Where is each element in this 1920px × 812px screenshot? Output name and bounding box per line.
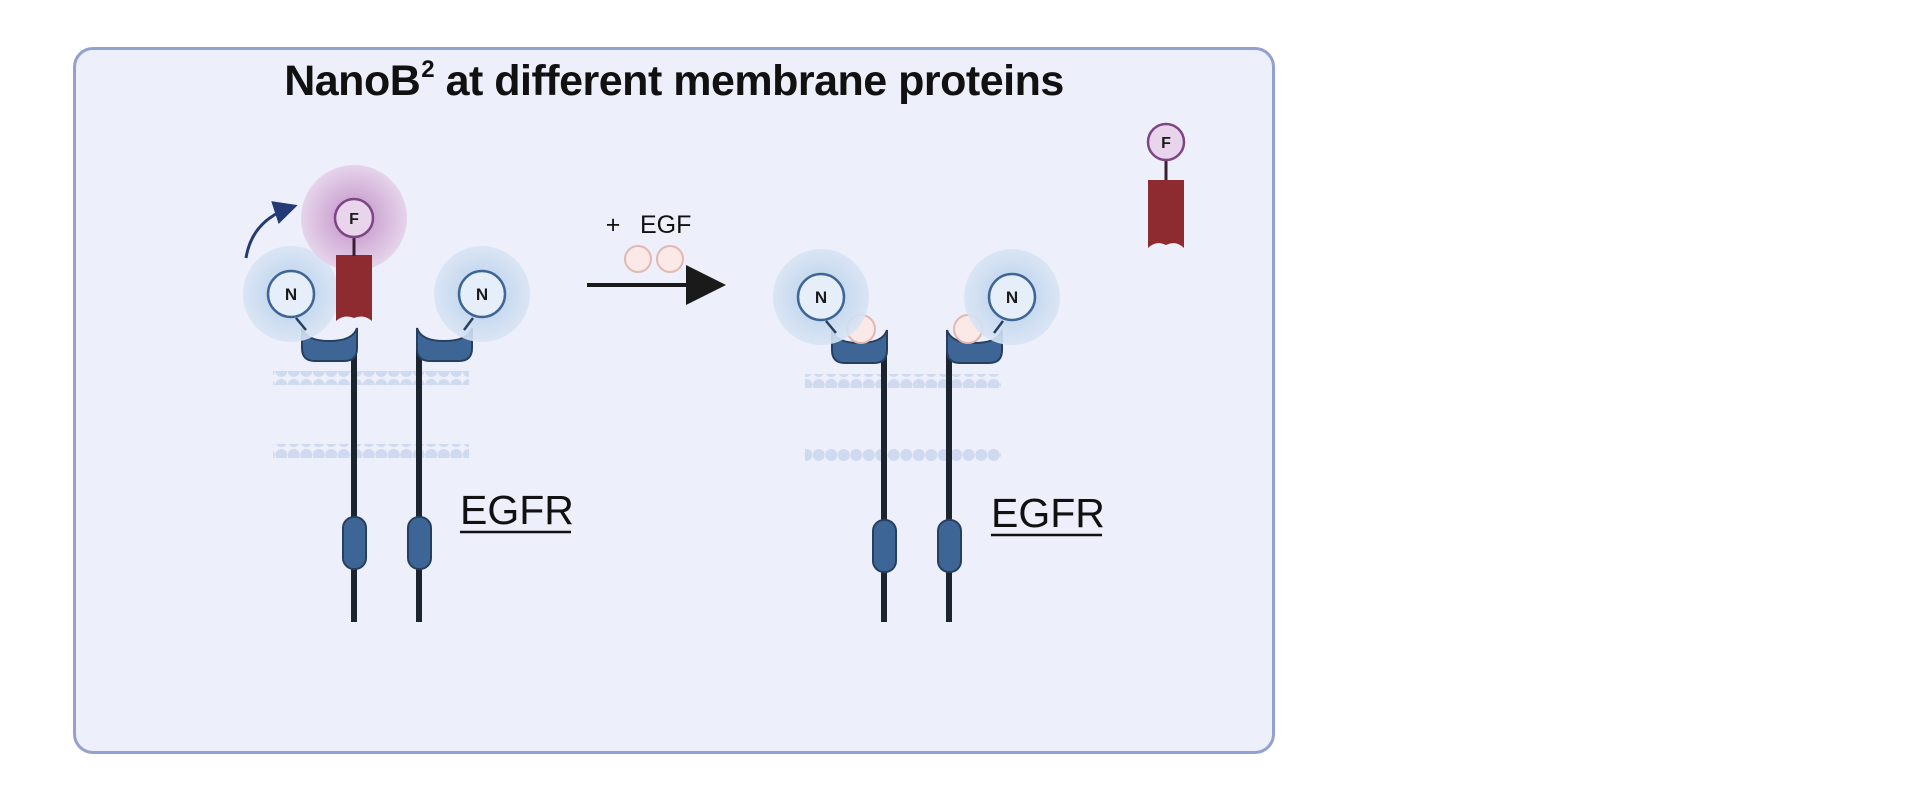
- nluc-2: [457, 269, 507, 319]
- egfr-kinase-domain-3: [872, 519, 897, 573]
- treatment-plus: +: [606, 211, 621, 239]
- unbound-fluorescent-nanobody: F: [1146, 122, 1186, 248]
- state-after-egf: N N EGFR: [773, 249, 1105, 622]
- nluc-linker-2: [463, 317, 474, 331]
- treatment-step: + EGF: [587, 211, 726, 305]
- membrane-inner-leaflet: [273, 444, 469, 458]
- egfr-kinase-domain-2: [407, 516, 432, 570]
- nluc-3: [796, 272, 846, 322]
- title-main: NanoB: [284, 57, 421, 105]
- bret-transfer-arrow: [244, 201, 298, 259]
- fluorophore-free: [1146, 122, 1186, 162]
- nluc-label-4: N: [1006, 288, 1018, 307]
- egf-ligand-1: [624, 245, 652, 273]
- egfr-kinase-domain-4: [937, 519, 962, 573]
- nanobody-bound: [336, 255, 372, 321]
- egfr-ectodomain-3: [831, 329, 888, 364]
- receptor-label-left: EGFR: [460, 487, 574, 533]
- figure-panel: [73, 47, 1275, 754]
- nluc-label-3: N: [815, 288, 827, 307]
- nluc-linker-4: [993, 320, 1004, 334]
- treatment-label: EGF: [640, 211, 691, 239]
- title-superscript: 2: [421, 56, 435, 83]
- egfr-kinase-domain-1: [342, 516, 367, 570]
- figure-title: NanoB2 at different membrane proteins: [73, 56, 1275, 106]
- fluorophore-label-bound: F: [349, 211, 359, 228]
- egfr-ectodomain-1: [301, 327, 358, 362]
- nluc-1: [266, 269, 316, 319]
- fluorophore-label-free: F: [1161, 135, 1171, 152]
- membrane-outer-leaflet: [273, 371, 469, 385]
- receptor-label-right: EGFR: [991, 490, 1105, 536]
- membrane-outer-leaflet-right: [805, 374, 1001, 388]
- nluc-4: [987, 272, 1037, 322]
- nanobody-free: [1148, 180, 1184, 248]
- membrane-inner-leaflet-right: [805, 447, 1001, 461]
- nluc-linker-1: [295, 317, 307, 331]
- state-before-egf: N N F EGFR: [243, 165, 574, 622]
- nluc-label-1: N: [285, 285, 297, 304]
- fluorophore-bound: [333, 197, 375, 239]
- egfr-ectodomain-2: [416, 327, 473, 362]
- nluc-linker-3: [825, 320, 837, 334]
- title-rest: at different membrane proteins: [434, 57, 1065, 105]
- egf-ligand-2: [656, 245, 684, 273]
- nluc-label-2: N: [476, 285, 488, 304]
